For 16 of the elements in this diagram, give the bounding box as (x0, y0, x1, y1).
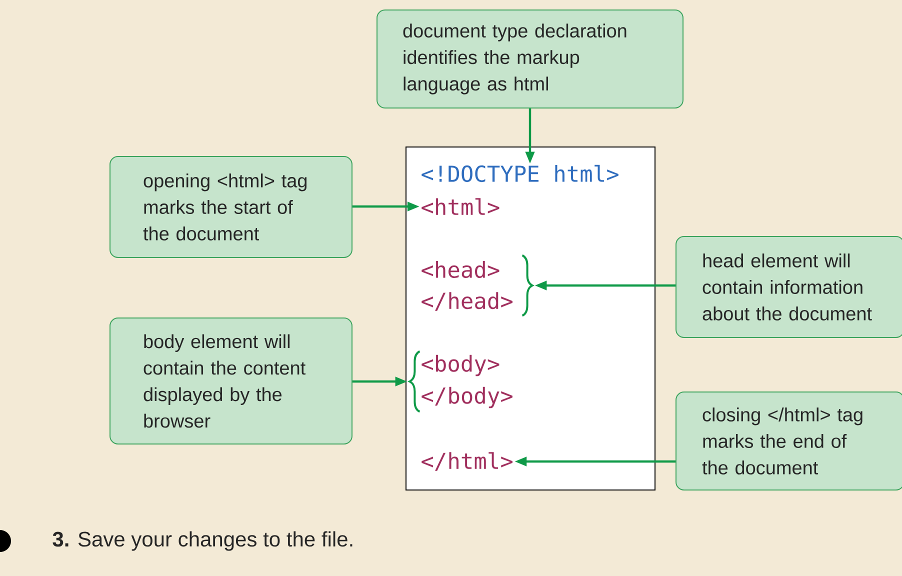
callout-box: body element will contain the content displayed by the browser (110, 318, 352, 444)
code-line: </head> (422, 292, 512, 311)
curly-brace (408, 350, 420, 413)
code-line: <html> (422, 198, 500, 215)
curly-brace (522, 254, 534, 317)
callout-box: opening <html> tag marks the start of the document (110, 156, 352, 258)
step-instruction: 3. Save your changes to the file. (52, 531, 352, 551)
callout-box: closing </html> tag marks the end of the document (676, 392, 902, 490)
callout-box: head element will contain information about the document (676, 236, 902, 338)
code-box (406, 146, 656, 490)
code-line: <!DOCTYPE html> (422, 164, 618, 182)
code-line: <body> (422, 354, 500, 376)
callout-box: document type declaration identifies the markup language as html (376, 10, 684, 108)
code-line: </html> (422, 452, 512, 471)
code-line: </body> (422, 386, 512, 408)
code-line: <head> (422, 260, 500, 278)
